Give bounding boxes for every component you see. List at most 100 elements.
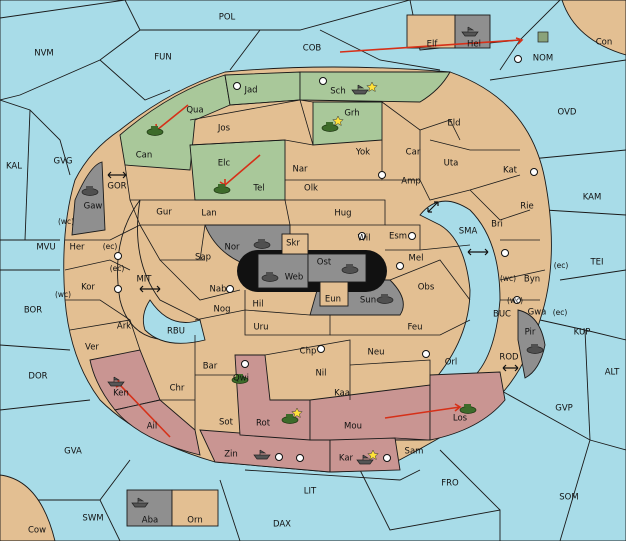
region-labels: POL NVM FUN COB Con NOM KAL GVG OVD KAM …: [6, 13, 620, 536]
label-nor: Nor: [224, 243, 240, 253]
star-icon: [367, 449, 379, 461]
label-ken: Ken: [113, 389, 129, 399]
land-ost[interactable]: [307, 253, 367, 283]
land-orn[interactable]: [171, 489, 219, 527]
label-can: Can: [136, 151, 153, 161]
tank-icon: [261, 272, 279, 282]
label-qwi: Qwi: [233, 374, 249, 384]
label-ark: Ark: [117, 322, 131, 332]
label-gwa-ec: (ec): [553, 308, 568, 317]
label-grh: Grh: [344, 109, 359, 119]
tank-icon: [213, 184, 231, 194]
label-nar: Nar: [292, 165, 308, 175]
label-hug: Hug: [334, 209, 351, 219]
label-qua: Qua: [186, 106, 203, 116]
land-gaw[interactable]: [71, 161, 106, 236]
label-chr: Chr: [170, 384, 185, 394]
supply-center-icon: [233, 82, 241, 90]
label-nom: NOM: [533, 54, 553, 64]
label-con: Con: [596, 38, 613, 48]
inner-sea-rbu[interactable]: [142, 299, 206, 344]
label-olk: Olk: [304, 184, 318, 194]
order-arrow-ail-ken: [119, 384, 171, 438]
tank-icon: [253, 239, 271, 249]
order-arrow-hel-nom: [339, 39, 521, 53]
ship-icon: [356, 454, 374, 465]
label-elf: Elf: [427, 40, 439, 50]
ship-icon: [131, 497, 149, 508]
label-orl: Orl: [445, 358, 458, 368]
label-uru: Uru: [253, 323, 268, 333]
supply-center-icon: [514, 55, 522, 63]
label-yok: Yok: [355, 148, 370, 158]
label-pir: Pir: [525, 328, 536, 338]
land-aba[interactable]: [126, 489, 173, 527]
label-dor: DOR: [28, 372, 47, 382]
inner-sea-sma[interactable]: [419, 200, 501, 386]
label-bor: BOR: [24, 306, 42, 316]
label-rbu: RBU: [167, 327, 185, 337]
label-kor-wc: (wc): [55, 290, 71, 299]
tank-icon: [341, 264, 359, 274]
supply-center-icon: [226, 285, 234, 293]
supply-centers: [114, 55, 538, 462]
land-kar[interactable]: [329, 437, 401, 473]
tank-icon: [146, 126, 164, 136]
label-sot: Sot: [219, 418, 234, 428]
label-eun: Eun: [325, 295, 341, 305]
land-elf[interactable]: [406, 14, 456, 49]
label-nil: Nil: [315, 369, 326, 379]
supply-center-icon: [275, 453, 283, 461]
order-arrows: [115, 37, 524, 438]
supply-center-icon: [396, 262, 404, 270]
label-sun: Sun: [360, 296, 376, 306]
supply-center-icon: [383, 454, 391, 462]
label-kaa: Kaa: [334, 389, 350, 399]
tank-icon: [526, 344, 544, 354]
land-skr[interactable]: [281, 233, 309, 255]
label-kor-ec: (ec): [110, 264, 125, 273]
land-web[interactable]: [257, 253, 309, 289]
label-eld: Eld: [447, 119, 460, 129]
label-tel: Tel: [252, 184, 264, 194]
label-gva: GVA: [64, 447, 82, 457]
land-eun[interactable]: [319, 281, 349, 307]
supply-center-icon: [378, 171, 386, 179]
land-elc-tel[interactable]: [189, 139, 286, 201]
supply-center-icon: [241, 360, 249, 368]
order-arrow-qua-can: [156, 104, 189, 131]
label-wil: Wil: [358, 234, 371, 244]
land-can-qua[interactable]: [119, 74, 231, 171]
label-her: Her: [69, 243, 85, 253]
label-mou: Mou: [344, 422, 362, 432]
units: [81, 26, 549, 508]
label-jad: Jad: [243, 86, 257, 96]
order-arrow-elc-tel: [224, 154, 261, 186]
ship-icon: [253, 449, 271, 460]
label-fro: FRO: [441, 479, 459, 489]
label-gvg: GVG: [54, 157, 73, 167]
label-ost: Ost: [317, 258, 332, 268]
label-rie: Rie: [520, 202, 534, 212]
label-lit: LIT: [304, 487, 317, 497]
tank-icon: [321, 122, 339, 132]
tank-icon: [537, 31, 549, 43]
label-jos: Jos: [217, 124, 231, 134]
supply-center-icon: [408, 232, 416, 240]
label-mit: MIT: [136, 275, 152, 285]
tank-icon: [231, 374, 249, 384]
tank-icon: [459, 404, 477, 414]
label-amp: Amp: [401, 177, 421, 187]
label-fun: FUN: [154, 53, 171, 63]
label-pol: POL: [219, 13, 236, 23]
label-kup: KUP: [574, 328, 591, 338]
land-ail[interactable]: [114, 399, 201, 456]
label-obs: Obs: [418, 283, 435, 293]
label-rot: Rot: [256, 419, 271, 429]
label-car: Car: [406, 148, 421, 158]
order-arrow-mou-los: [384, 406, 461, 419]
supply-center-icon: [422, 350, 430, 358]
label-mvu: MVU: [36, 243, 55, 253]
label-aba: Aba: [142, 516, 158, 526]
